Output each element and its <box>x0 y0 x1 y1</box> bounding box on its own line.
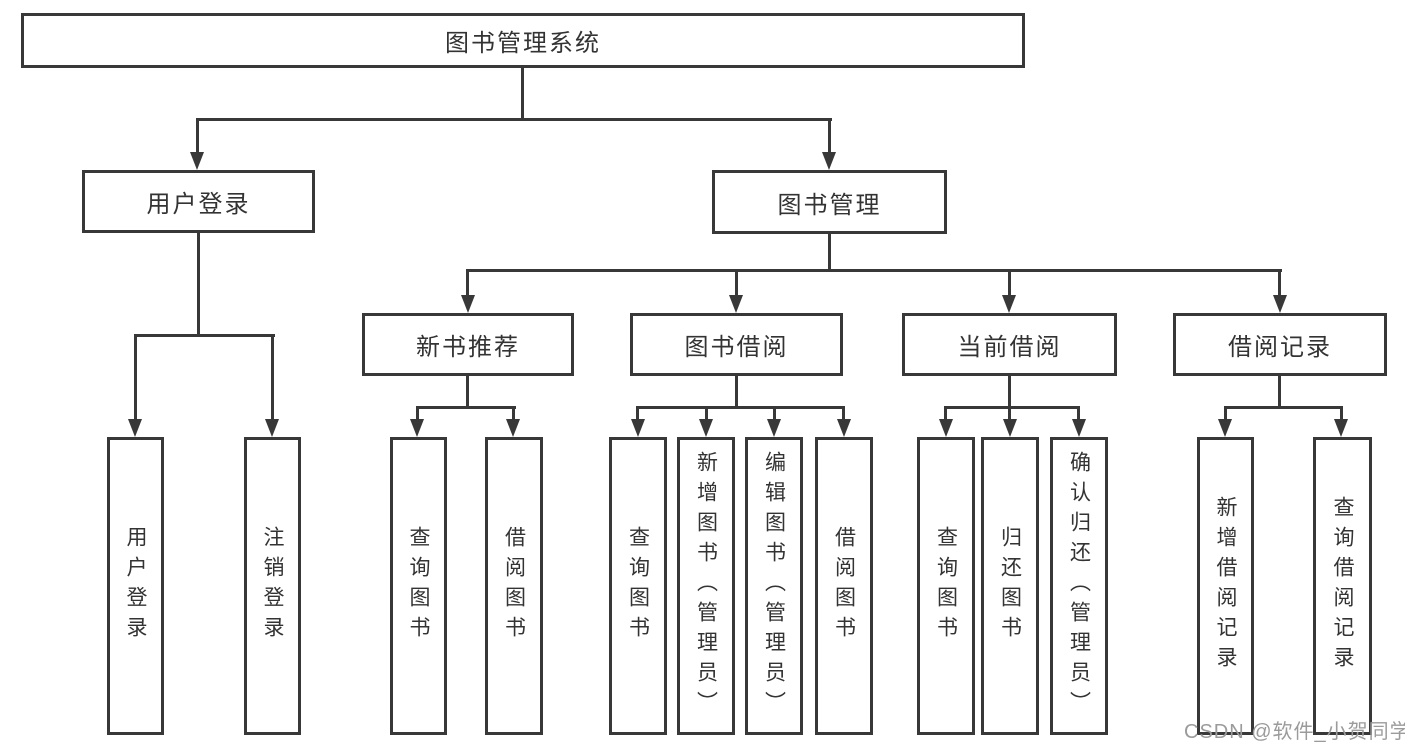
connector-drop-cb-return <box>1008 406 1011 422</box>
leaf-cb-query-books: 查询图书 <box>917 437 975 735</box>
node-label: 用户登录 <box>146 191 251 218</box>
connector-br-stem <box>1278 376 1281 409</box>
node-label: 用户登录 <box>124 526 147 646</box>
node-label: 查询图书 <box>407 526 430 646</box>
node-label: 当前借阅 <box>957 334 1062 361</box>
connector-drop-book-borrow <box>735 269 738 297</box>
node-label: 新书推荐 <box>416 334 520 361</box>
connector-drop-borrow-records <box>1278 269 1281 297</box>
connector-cb-rail <box>944 406 1080 409</box>
connector-nbr-stem <box>466 376 469 409</box>
connector-drop-cb-confirm <box>1077 406 1080 422</box>
leaf-bb-borrow-books: 借阅图书 <box>815 437 873 735</box>
leaf-cb-confirm-return-admin: 确认归还（管理员） <box>1050 437 1108 735</box>
leaf-nbr-borrow-books: 借阅图书 <box>485 437 543 735</box>
connector-drop-br-add <box>1224 406 1227 422</box>
arrowhead-cb-return <box>1003 419 1017 437</box>
node-label: 注销登录 <box>261 526 284 646</box>
node-user-login: 用户登录 <box>82 170 315 233</box>
arrowhead-book-borrow <box>729 295 743 313</box>
connector-root-stem <box>521 68 524 121</box>
node-label: 查询借阅记录 <box>1331 496 1354 676</box>
connector-drop-user-login <box>196 118 199 154</box>
node-label: 归还图书 <box>998 526 1022 646</box>
leaf-logout: 注销登录 <box>244 437 301 735</box>
arrowhead-nbr-query <box>410 419 424 437</box>
csdn-watermark: CSDN @软件_小贺同学 <box>1184 721 1405 743</box>
connector-drop-bb-edit <box>773 406 776 422</box>
connector-bb-stem <box>735 376 738 409</box>
connector-drop-leaf-user-login <box>134 334 137 421</box>
leaf-user-login: 用户登录 <box>107 437 164 735</box>
node-label: 借阅记录 <box>1228 334 1332 361</box>
node-book-borrow: 图书借阅 <box>630 313 843 376</box>
connector-br-rail <box>1224 406 1343 409</box>
arrowhead-borrow-records <box>1273 295 1287 313</box>
arrowhead-br-query <box>1334 419 1348 437</box>
node-label: 借阅图书 <box>832 526 856 646</box>
connector-drop-new-book <box>466 269 469 297</box>
leaf-cb-return-books: 归还图书 <box>981 437 1039 735</box>
node-label: 查询图书 <box>626 526 650 646</box>
connector-drop-current-borrow <box>1008 269 1011 297</box>
connector-drop-bb-borrow <box>842 406 845 422</box>
leaf-br-query-borrow-record: 查询借阅记录 <box>1313 437 1372 735</box>
leaf-nbr-query-books: 查询图书 <box>390 437 447 735</box>
node-label: 借阅图书 <box>502 526 526 646</box>
node-label: 编辑图书（管理员） <box>762 451 786 721</box>
arrowhead-br-add <box>1218 419 1232 437</box>
arrowhead-cb-confirm <box>1072 419 1086 437</box>
arrowhead-nbr-borrow <box>506 419 520 437</box>
connector-cb-stem <box>1008 376 1011 409</box>
connector-userlogin-stem <box>197 233 200 337</box>
connector-drop-leaf-logout <box>271 334 274 421</box>
connector-bb-rail <box>636 406 845 409</box>
node-label: 确认归还（管理员） <box>1067 451 1091 721</box>
connector-drop-book-management <box>828 118 831 154</box>
node-label: 图书借阅 <box>684 334 789 361</box>
node-book-management: 图书管理 <box>712 170 947 234</box>
arrowhead-user-login <box>190 152 204 170</box>
connector-drop-br-query <box>1340 406 1343 422</box>
node-label: 图书管理 <box>777 191 882 219</box>
leaf-bb-edit-book-admin: 编辑图书（管理员） <box>745 437 803 735</box>
connector-drop-bb-add <box>705 406 708 422</box>
connector-bookmgmt-rail <box>466 269 1282 272</box>
connector-drop-nbr-query <box>416 406 419 422</box>
node-label: 图书管理系统 <box>445 30 601 57</box>
arrowhead-current-borrow <box>1002 295 1016 313</box>
node-new-book-recommend: 新书推荐 <box>362 313 574 376</box>
connector-drop-cb-query <box>944 406 947 422</box>
connector-root-rail <box>196 118 832 121</box>
connector-drop-bb-query <box>636 406 639 422</box>
arrowhead-bb-add <box>699 419 713 437</box>
connector-nbr-rail <box>416 406 516 409</box>
connector-drop-nbr-borrow <box>512 406 515 422</box>
leaf-bb-add-book-admin: 新增图书（管理员） <box>677 437 735 735</box>
node-current-borrow: 当前借阅 <box>902 313 1117 376</box>
arrowhead-leaf-logout <box>265 419 279 437</box>
arrowhead-book-management <box>822 152 836 170</box>
leaf-br-add-borrow-record: 新增借阅记录 <box>1197 437 1254 735</box>
node-label: 新增借阅记录 <box>1214 496 1237 676</box>
node-label: 查询图书 <box>934 526 958 646</box>
connector-bookmgmt-stem <box>828 234 831 272</box>
node-library-management-system: 图书管理系统 <box>21 13 1025 68</box>
arrowhead-bb-borrow <box>837 419 851 437</box>
arrowhead-leaf-user-login <box>128 419 142 437</box>
connector-userlogin-rail <box>134 334 275 337</box>
arrowhead-new-book <box>461 295 475 313</box>
arrowhead-cb-query <box>939 419 953 437</box>
leaf-bb-query-books: 查询图书 <box>609 437 667 735</box>
node-borrow-records: 借阅记录 <box>1173 313 1387 376</box>
node-label: 新增图书（管理员） <box>694 451 718 721</box>
arrowhead-bb-query <box>631 419 645 437</box>
arrowhead-bb-edit <box>767 419 781 437</box>
